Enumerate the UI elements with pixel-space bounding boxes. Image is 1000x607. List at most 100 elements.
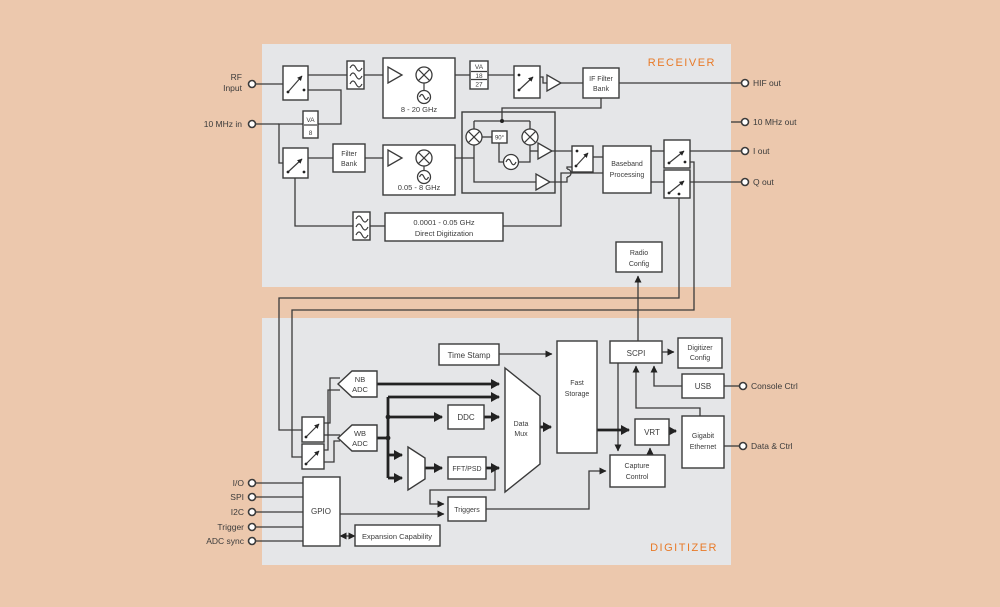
fft-psd-block: FFT/PSD xyxy=(447,456,487,480)
svg-text:Digitizer: Digitizer xyxy=(687,345,713,352)
svg-text:VA: VA xyxy=(306,117,315,124)
filter-bank-block: Filter Bank xyxy=(332,143,366,173)
svg-text:GPIO: GPIO xyxy=(311,507,331,516)
nb-adc-block: NB ADC xyxy=(336,370,378,398)
terminal-adc-sync: ADC sync xyxy=(206,536,257,546)
svg-text:10 MHz out: 10 MHz out xyxy=(753,117,797,127)
amplifier-icon xyxy=(537,141,554,161)
svg-text:Radio: Radio xyxy=(630,250,648,257)
iq-demodulator-block: 90° xyxy=(461,111,556,194)
va-18-27-attenuator: VA 18 27 xyxy=(469,60,489,90)
svg-text:90°: 90° xyxy=(495,136,505,142)
svg-text:Bank: Bank xyxy=(593,86,609,93)
baseband-processing-block: Baseband Processing xyxy=(602,145,652,194)
terminal-i-out: I out xyxy=(740,146,770,156)
mixer-icon xyxy=(415,66,433,84)
receiver-section-label: RECEIVER xyxy=(648,57,716,69)
terminal-i2c: I2C xyxy=(231,507,257,517)
svg-text:Storage: Storage xyxy=(565,391,590,398)
converter-8-20ghz: 8 - 20 GHz xyxy=(382,57,456,119)
digitizer-section-label: DIGITIZER xyxy=(650,542,718,554)
amplifier-icon xyxy=(387,148,404,168)
phase-90-icon: 90° xyxy=(491,130,508,144)
svg-text:0.05 - 8 GHz: 0.05 - 8 GHz xyxy=(398,183,441,192)
terminal-spi: SPI xyxy=(230,492,257,502)
svg-text:Direct Digitization: Direct Digitization xyxy=(415,229,473,238)
oscillator-icon xyxy=(502,153,520,171)
mixer-icon xyxy=(465,128,483,146)
svg-text:Data & Ctrl: Data & Ctrl xyxy=(751,441,793,451)
terminal-10mhz-out: 10 MHz out xyxy=(740,117,797,127)
if-amplifier-icon xyxy=(546,73,563,93)
svg-text:Q out: Q out xyxy=(753,177,774,187)
converter-005-8ghz: 0.05 - 8 GHz xyxy=(382,144,456,196)
svg-text:VRT: VRT xyxy=(644,428,660,437)
svg-text:27: 27 xyxy=(475,82,483,89)
terminal-rf-input: RF Input xyxy=(223,72,257,93)
low-band-switch-icon xyxy=(282,147,309,179)
svg-text:0.0001 - 0.05 GHz: 0.0001 - 0.05 GHz xyxy=(413,218,475,227)
gigabit-ethernet-block: Gigabit Ethernet xyxy=(681,415,725,469)
svg-text:SCPI: SCPI xyxy=(627,349,646,358)
svg-text:Triggers: Triggers xyxy=(454,507,480,514)
svg-text:Gigabit: Gigabit xyxy=(692,433,714,440)
terminal-console-ctrl: Console Ctrl xyxy=(738,381,798,391)
oscillator-icon xyxy=(416,169,432,185)
svg-text:ADC sync: ADC sync xyxy=(206,536,245,546)
va-8-attenuator: VA 8 xyxy=(302,110,319,139)
svg-text:Config: Config xyxy=(629,261,649,268)
svg-text:VA: VA xyxy=(475,64,484,71)
svg-text:Processing: Processing xyxy=(610,172,645,179)
i-out-switch-icon xyxy=(663,139,691,169)
rf-input-switch-icon xyxy=(282,65,309,101)
svg-text:Baseband: Baseband xyxy=(611,161,643,168)
svg-text:USB: USB xyxy=(695,382,711,391)
svg-text:Expansion Capability: Expansion Capability xyxy=(362,532,432,541)
if-filter-bank-block: IF Filter Bank xyxy=(582,67,620,99)
svg-text:Fast: Fast xyxy=(570,380,584,387)
svg-text:Console Ctrl: Console Ctrl xyxy=(751,381,798,391)
terminal-trigger: Trigger xyxy=(217,522,257,532)
svg-text:Capture: Capture xyxy=(625,463,650,470)
svg-text:8: 8 xyxy=(309,130,313,137)
vrt-block: VRT xyxy=(634,418,670,446)
svg-text:Data: Data xyxy=(514,421,529,428)
expansion-capability-block: Expansion Capability xyxy=(354,524,441,547)
svg-text:IF Filter: IF Filter xyxy=(589,76,613,83)
svg-text:Config: Config xyxy=(690,355,710,362)
mixer-icon xyxy=(415,149,433,167)
small-mux-icon xyxy=(407,445,426,492)
time-stamp-block: Time Stamp xyxy=(438,343,500,366)
direct-dig-filter-icon xyxy=(352,211,371,241)
svg-text:18: 18 xyxy=(475,73,483,80)
svg-text:Input: Input xyxy=(223,83,243,93)
svg-text:Filter: Filter xyxy=(341,151,357,158)
svg-text:SPI: SPI xyxy=(230,492,244,502)
svg-text:I out: I out xyxy=(753,146,770,156)
triggers-block: Triggers xyxy=(447,496,487,522)
terminal-hif-out: HIF out xyxy=(740,78,782,88)
data-mux-block: Data Mux xyxy=(504,366,541,494)
svg-text:Control: Control xyxy=(626,474,649,481)
svg-text:I/O: I/O xyxy=(233,478,245,488)
svg-text:10 MHz in: 10 MHz in xyxy=(204,119,243,129)
svg-text:ADC: ADC xyxy=(352,385,368,394)
svg-text:ADC: ADC xyxy=(352,439,368,448)
i-input-switch-icon xyxy=(301,416,325,443)
terminal-10mhz-in: 10 MHz in xyxy=(204,119,257,129)
digitizer-wiring xyxy=(256,348,739,542)
baseband-input-switch-icon xyxy=(571,145,594,173)
terminal-io: I/O xyxy=(233,478,257,488)
amplifier-icon xyxy=(535,172,552,192)
mixer-icon xyxy=(521,128,539,146)
amplifier-icon xyxy=(387,65,404,85)
svg-text:HIF out: HIF out xyxy=(753,78,782,88)
svg-text:WB: WB xyxy=(354,429,366,438)
svg-text:Trigger: Trigger xyxy=(217,522,244,532)
receiver-wiring xyxy=(256,74,741,458)
wb-adc-block: WB ADC xyxy=(336,424,378,452)
svg-text:Mux: Mux xyxy=(514,431,528,438)
svg-text:8 - 20 GHz: 8 - 20 GHz xyxy=(401,105,438,114)
q-input-switch-icon xyxy=(301,443,325,470)
